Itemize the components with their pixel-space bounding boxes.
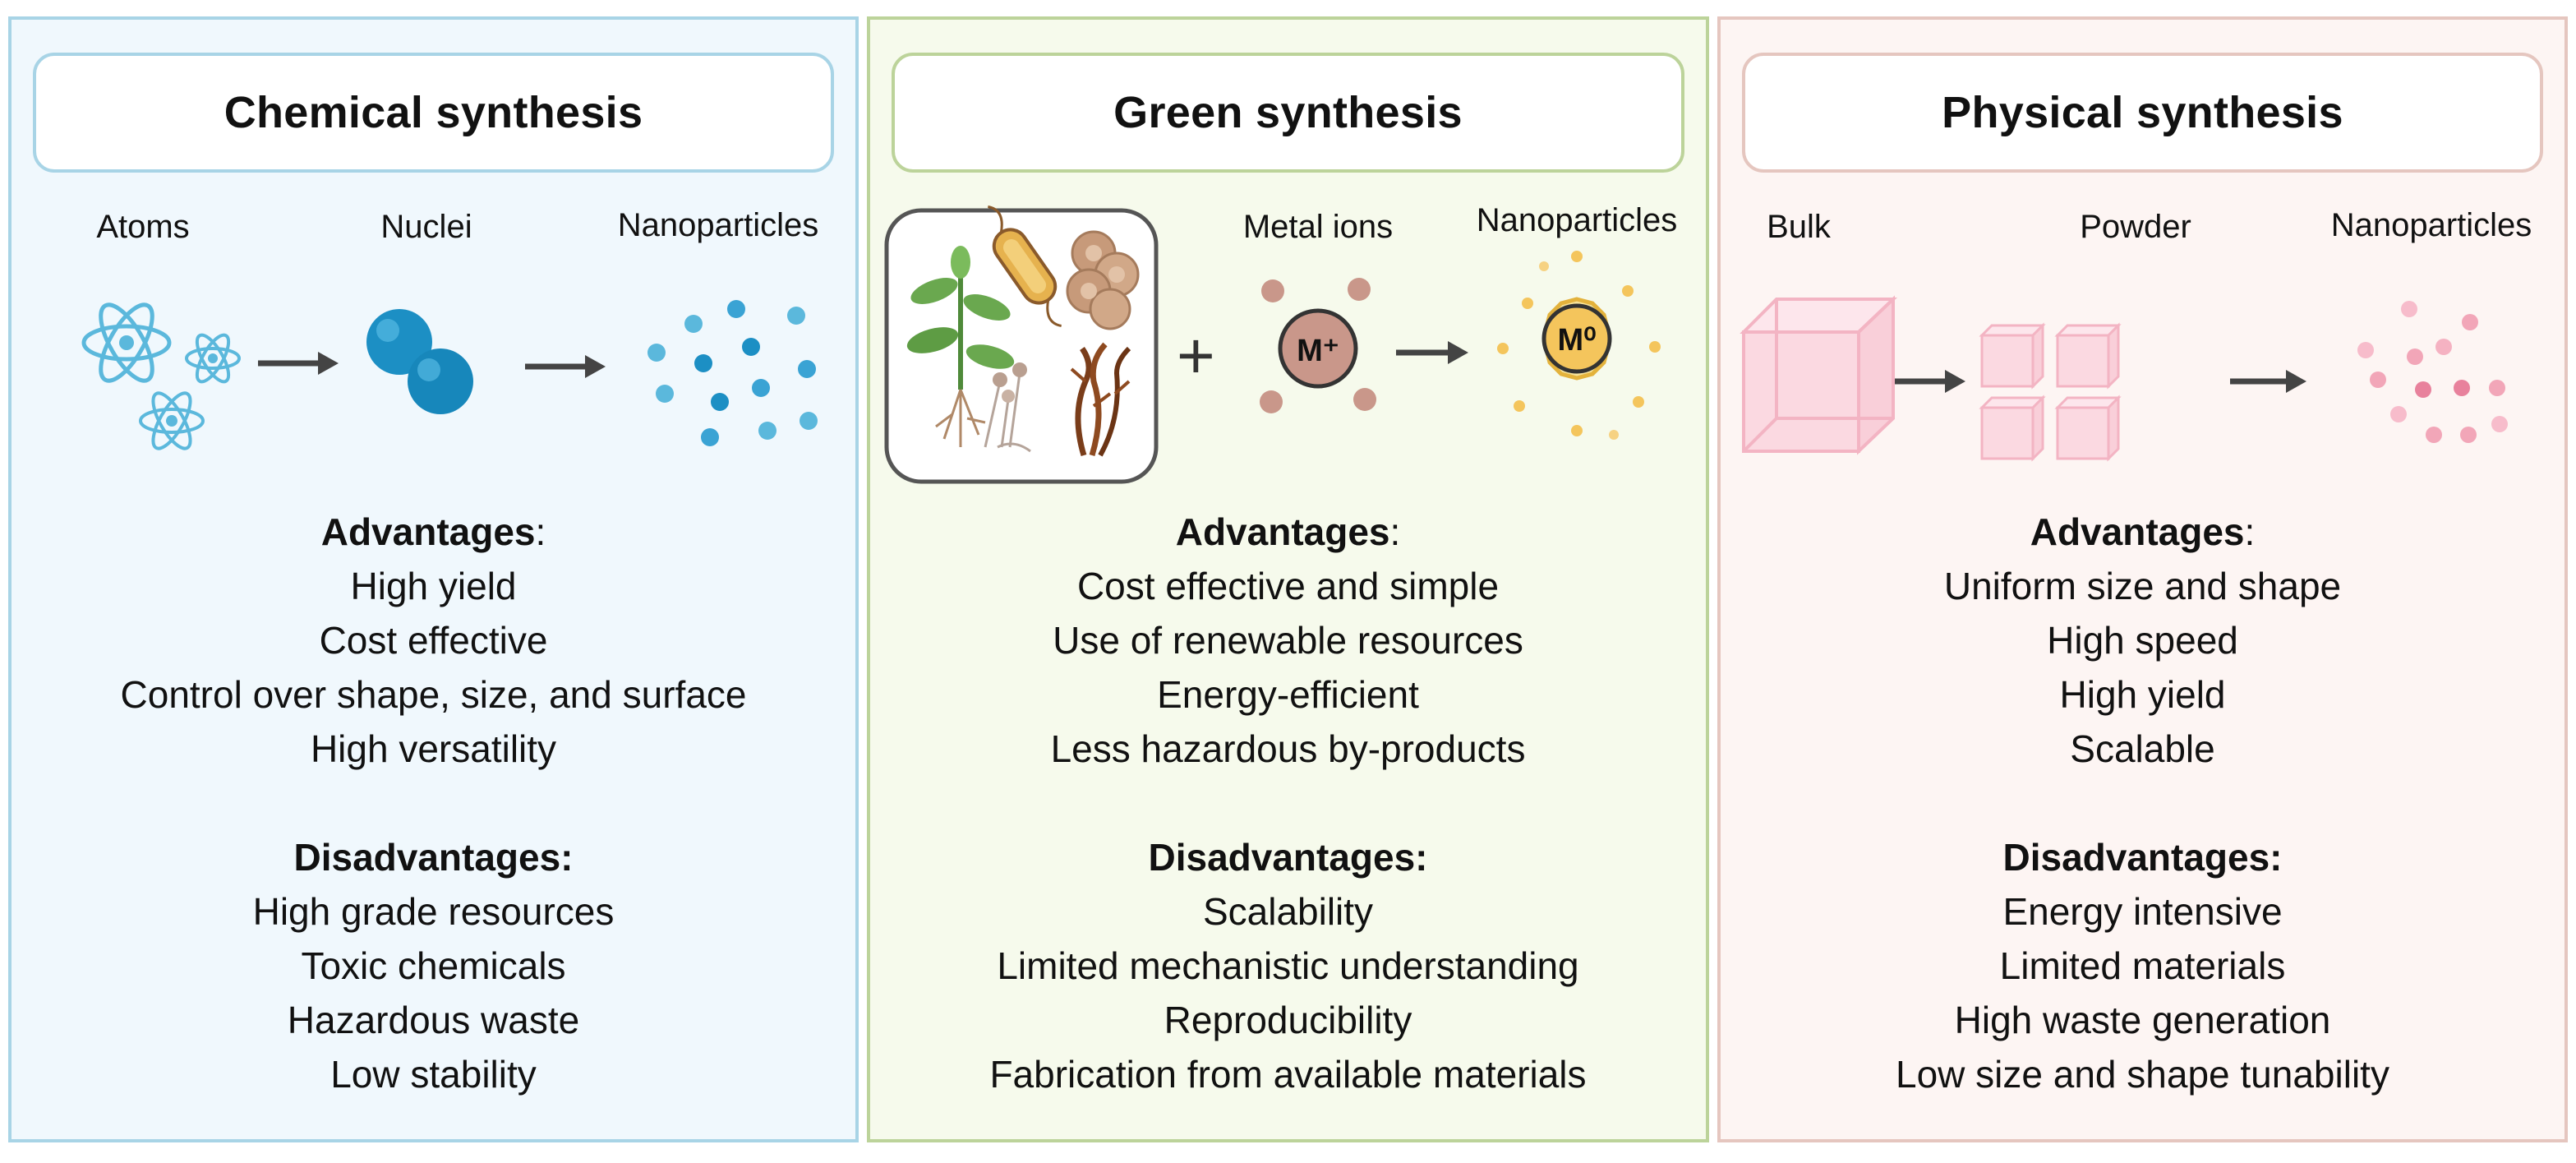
advantage-item: Energy-efficient bbox=[1157, 673, 1419, 716]
green-title-box: Green synthesis bbox=[892, 53, 1684, 173]
chemical-title: Chemical synthesis bbox=[223, 88, 643, 137]
stage-label-metal-ions: Metal ions bbox=[1242, 209, 1394, 245]
stage-label-nuclei: Nuclei bbox=[380, 209, 472, 245]
atom-icon bbox=[139, 391, 205, 450]
disadvantage-item: Low stability bbox=[330, 1053, 537, 1096]
stage-label-nanoparticles: Nanoparticles bbox=[617, 207, 819, 243]
green-synthesis-panel: Green synthesis Metal ions Nanoparticles bbox=[867, 16, 1709, 1142]
bulk-cube-icon bbox=[1740, 295, 1897, 455]
plant-icon bbox=[906, 246, 1015, 447]
stage-label-powder: Powder bbox=[2080, 209, 2191, 245]
advantage-item: Cost effective bbox=[319, 619, 548, 662]
stage-label-nanoparticles: Nanoparticles bbox=[2330, 207, 2532, 243]
nanoparticles-icon bbox=[647, 300, 818, 446]
physical-synthesis-panel: Physical synthesis Bulk Powder Nanoparti… bbox=[1717, 16, 2568, 1142]
physical-title-box: Physical synthesis bbox=[1742, 53, 2543, 173]
physical-lists: Advantages: Uniform size and shape High … bbox=[1721, 505, 2564, 1101]
spore-cluster-icon bbox=[1066, 230, 1140, 330]
advantage-item: Scalable bbox=[2070, 727, 2215, 770]
disadvantage-item: High grade resources bbox=[252, 890, 615, 933]
arrow-icon bbox=[1396, 341, 1468, 364]
bacterium-icon bbox=[987, 205, 1062, 327]
green-title: Green synthesis bbox=[1113, 88, 1463, 137]
advantage-item: High yield bbox=[350, 565, 517, 607]
advantage-item: High speed bbox=[2047, 619, 2238, 662]
disadvantage-item: Fabrication from available materials bbox=[989, 1053, 1587, 1096]
arrow-icon bbox=[258, 352, 339, 375]
arrow-icon bbox=[2230, 370, 2306, 393]
advantage-item: Control over shape, size, and surface bbox=[120, 673, 747, 716]
stage-label-bulk: Bulk bbox=[1767, 209, 1831, 245]
disadvantage-item: Scalability bbox=[1202, 890, 1374, 933]
metal-ion-icon bbox=[1260, 278, 1376, 413]
atom-icon bbox=[185, 333, 241, 384]
disadvantage-item: Low size and shape tunability bbox=[1896, 1053, 2389, 1096]
chemical-illustration bbox=[81, 300, 818, 450]
disadvantage-item: Limited materials bbox=[1999, 944, 2286, 987]
advantage-item: High versatility bbox=[310, 727, 557, 770]
advantages-heading: Advantages: bbox=[1175, 510, 1401, 553]
advantages-heading: Advantages: bbox=[2030, 510, 2256, 553]
advantage-item: Uniform size and shape bbox=[1943, 565, 2342, 607]
nanoparticles-icon bbox=[2357, 301, 2508, 443]
chemical-lists: Advantages: High yield Cost effective Co… bbox=[12, 505, 855, 1101]
disadvantage-item: High waste generation bbox=[1954, 999, 2331, 1041]
metal-nanoparticle-icon bbox=[1497, 251, 1661, 440]
arrow-icon bbox=[1895, 370, 1965, 393]
advantage-item: Use of renewable resources bbox=[1053, 619, 1523, 662]
stage-label-atoms: Atoms bbox=[96, 209, 190, 245]
advantage-item: High yield bbox=[2059, 673, 2226, 716]
plus-sign: + bbox=[1177, 319, 1215, 392]
disadvantage-item: Hazardous waste bbox=[287, 999, 580, 1041]
seaweed-icon bbox=[1070, 342, 1131, 457]
green-lists: Advantages: Cost effective and simple Us… bbox=[870, 505, 1706, 1101]
fungus-icon bbox=[984, 362, 1031, 453]
arrow-icon bbox=[525, 355, 606, 378]
chemical-synthesis-panel: Chemical synthesis Atoms Nuclei Nanopart… bbox=[8, 16, 859, 1142]
physical-title: Physical synthesis bbox=[1942, 88, 2343, 137]
disadvantages-heading: Disadvantages: bbox=[293, 836, 574, 879]
nucleus-icon bbox=[366, 309, 473, 414]
advantage-item: Less hazardous by-products bbox=[1050, 727, 1526, 770]
disadvantages-heading: Disadvantages: bbox=[2002, 836, 2283, 879]
disadvantage-item: Reproducibility bbox=[1164, 999, 1412, 1041]
stage-label-nanoparticles: Nanoparticles bbox=[1476, 202, 1678, 238]
advantage-item: Cost effective and simple bbox=[1076, 565, 1500, 607]
metal-ion-label: M⁺ bbox=[1297, 334, 1339, 368]
physical-illustration bbox=[1740, 295, 2508, 462]
chemical-title-box: Chemical synthesis bbox=[33, 53, 834, 173]
advantages-heading: Advantages: bbox=[320, 510, 546, 553]
disadvantage-item: Energy intensive bbox=[2002, 890, 2283, 933]
disadvantage-item: Toxic chemicals bbox=[301, 944, 566, 987]
green-illustration: + M⁺ M⁰ bbox=[884, 205, 1661, 484]
disadvantages-heading: Disadvantages: bbox=[1148, 836, 1428, 879]
disadvantage-item: Limited mechanistic understanding bbox=[997, 944, 1579, 987]
metal-nanoparticle-label: M⁰ bbox=[1558, 323, 1597, 358]
powder-cubes-icon bbox=[1979, 322, 2122, 462]
atom-icon bbox=[81, 302, 172, 383]
